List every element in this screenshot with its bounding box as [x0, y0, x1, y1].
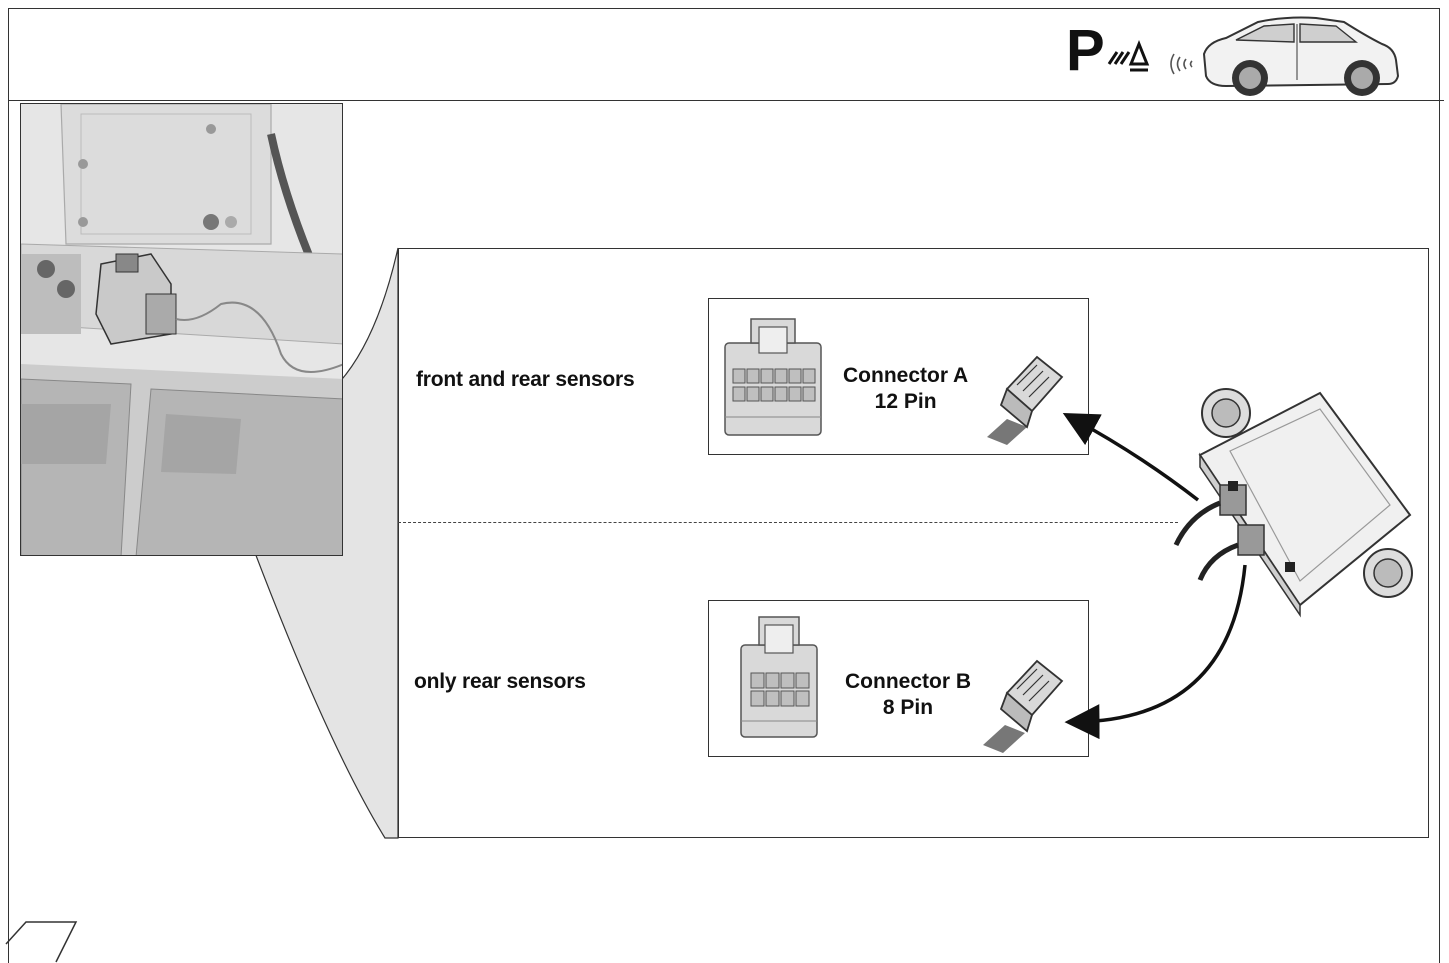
connector-b-name: Connector B: [845, 670, 971, 693]
sensor-control-module: [1173, 388, 1413, 618]
installation-location-illustration: [21, 104, 342, 555]
connector-a-pins: 12 Pin: [874, 390, 937, 413]
detail-photo: [20, 103, 343, 556]
connector-a-label: Connector A 12 Pin: [843, 363, 968, 415]
connector-b-label: Connector B 8 Pin: [845, 669, 971, 721]
brand-letter: P: [1066, 18, 1105, 83]
connector-b-pins: 8 Pin: [882, 696, 934, 719]
dashed-divider: [398, 522, 1178, 523]
connector-a-name: Connector A: [843, 364, 969, 387]
parking-sensor-logo: P: [1066, 18, 1161, 83]
arrow-to-connector-b: [1064, 564, 1247, 740]
connector-a-box: Connector A 12 Pin: [708, 298, 1089, 455]
corner-fold-mark: [5, 921, 78, 963]
connector-b-face-icon: [740, 616, 818, 738]
label-front-and-rear-sensors: front and rear sensors: [416, 368, 635, 391]
connector-a-plug-icon: [987, 355, 1064, 445]
header-divider: [8, 100, 1444, 101]
label-only-rear-sensors: only rear sensors: [414, 670, 586, 693]
connector-b-plug-icon: [983, 659, 1064, 753]
page-frame: [8, 8, 1440, 963]
connector-b-box: Connector B 8 Pin: [708, 600, 1089, 757]
car-with-sensor-waves-icon: [1170, 16, 1400, 96]
connector-a-face-icon: [724, 318, 822, 436]
parking-sensor-icon: [1107, 39, 1149, 72]
arrow-to-connector-a: [1062, 412, 1200, 502]
